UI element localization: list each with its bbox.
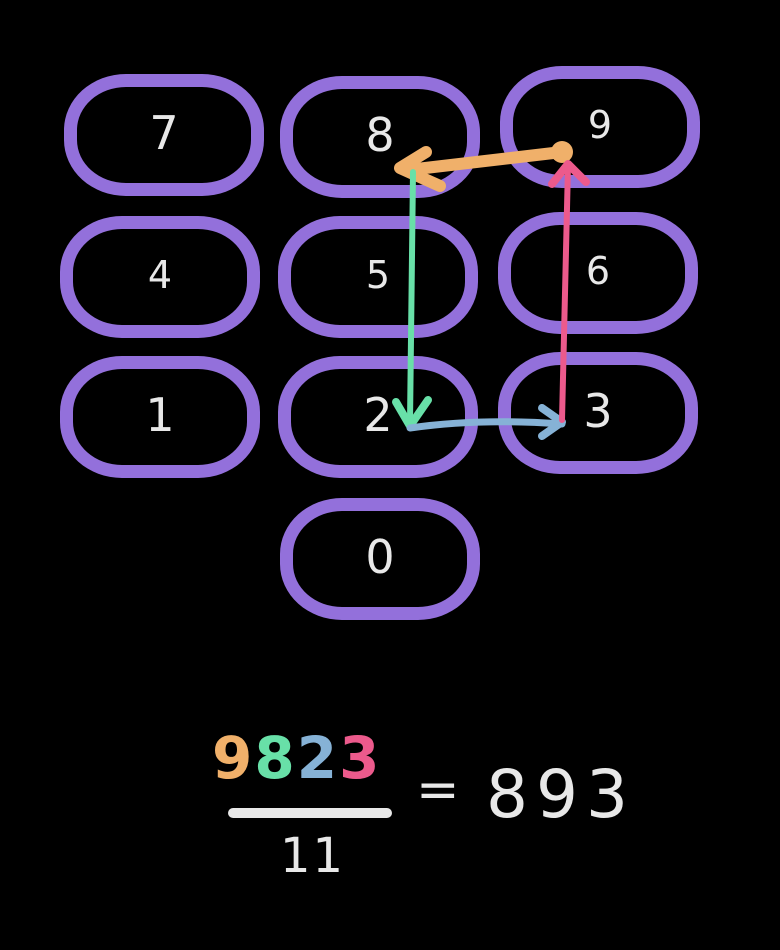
key-0[interactable]: 0: [280, 498, 480, 620]
key-1-label: 1: [145, 388, 175, 442]
key-6-label: 6: [585, 249, 611, 293]
key-9[interactable]: 9: [500, 66, 700, 188]
key-9-label: 9: [587, 103, 613, 147]
key-5[interactable]: 5: [278, 216, 478, 338]
key-6[interactable]: 6: [498, 212, 698, 334]
key-8[interactable]: 8: [280, 76, 480, 198]
key-5-label: 5: [365, 253, 391, 297]
numerator-digit-3: 3: [339, 724, 382, 792]
equation-result: 893: [486, 756, 636, 833]
equals-sign: =: [416, 760, 460, 820]
key-2-label: 2: [363, 388, 393, 442]
numerator-digit-8: 8: [254, 724, 297, 792]
key-3-label: 3: [583, 384, 613, 438]
key-7[interactable]: 7: [64, 74, 264, 196]
numerator-digit-2: 2: [296, 724, 340, 792]
key-1[interactable]: 1: [60, 356, 260, 478]
equation-denominator: 11: [280, 828, 346, 884]
key-0-label: 0: [365, 530, 395, 584]
fraction-bar: [228, 808, 392, 818]
key-3[interactable]: 3: [498, 352, 698, 474]
key-8-label: 8: [365, 108, 395, 162]
numerator-digit-9: 9: [212, 724, 255, 792]
key-7-label: 7: [149, 106, 179, 160]
key-2[interactable]: 2: [278, 356, 478, 478]
key-4-label: 4: [147, 253, 173, 297]
equation-numerator: 9823: [212, 724, 381, 792]
key-4[interactable]: 4: [60, 216, 260, 338]
